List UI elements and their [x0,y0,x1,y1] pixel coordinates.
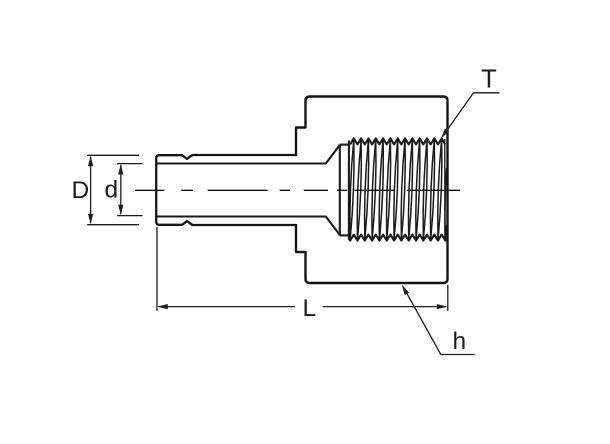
svg-text:h: h [453,328,467,355]
svg-text:L: L [303,295,317,322]
svg-text:T: T [481,64,497,94]
svg-text:D: D [72,177,90,204]
svg-text:d: d [105,176,119,203]
